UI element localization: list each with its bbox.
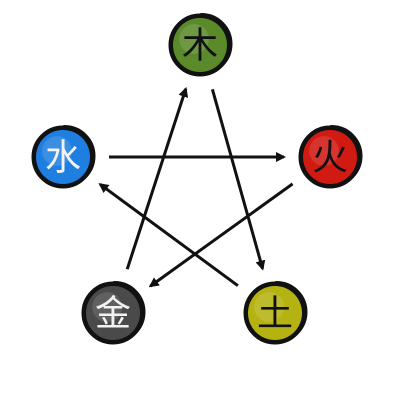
- node-water: 水: [31, 125, 96, 189]
- wood-brush-stroke: [170, 13, 233, 75]
- arrows-layer: [98, 86, 294, 288]
- fire-glyph-label: 火: [312, 138, 348, 179]
- water-highlight: [42, 136, 72, 166]
- arrow-wood-to-earth: [210, 88, 266, 271]
- earth-glyph-label: 土: [257, 294, 293, 335]
- metal-element-circle: [86, 286, 140, 340]
- metal-brush-stroke: [83, 281, 146, 343]
- node-earth: 土: [243, 281, 308, 345]
- wood-glyph-label: 木: [182, 26, 218, 67]
- water-glyph-label: 水: [45, 138, 81, 179]
- element-nodes-layer: 木火土 金 水: [31, 13, 363, 345]
- arrow-fire-to-metal: [148, 182, 294, 288]
- arrow-earth-to-water: [98, 183, 239, 287]
- wood-highlight: [179, 24, 209, 54]
- node-wood: 木: [168, 13, 233, 77]
- metal-glyph-label: 金: [95, 294, 131, 335]
- node-metal: 金: [81, 281, 146, 345]
- water-element-circle: [36, 130, 90, 184]
- water-brush-stroke: [33, 125, 96, 187]
- fire-element-circle: [303, 130, 357, 184]
- earth-brush-stroke: [245, 281, 308, 343]
- node-fire: 火: [298, 125, 363, 189]
- fire-highlight: [309, 136, 339, 166]
- fire-brush-stroke: [300, 125, 363, 187]
- arrow-metal-to-wood: [125, 86, 189, 270]
- wood-element-circle: [173, 18, 227, 72]
- earth-element-circle: [248, 286, 302, 340]
- metal-highlight: [92, 292, 122, 322]
- earth-highlight: [254, 292, 284, 322]
